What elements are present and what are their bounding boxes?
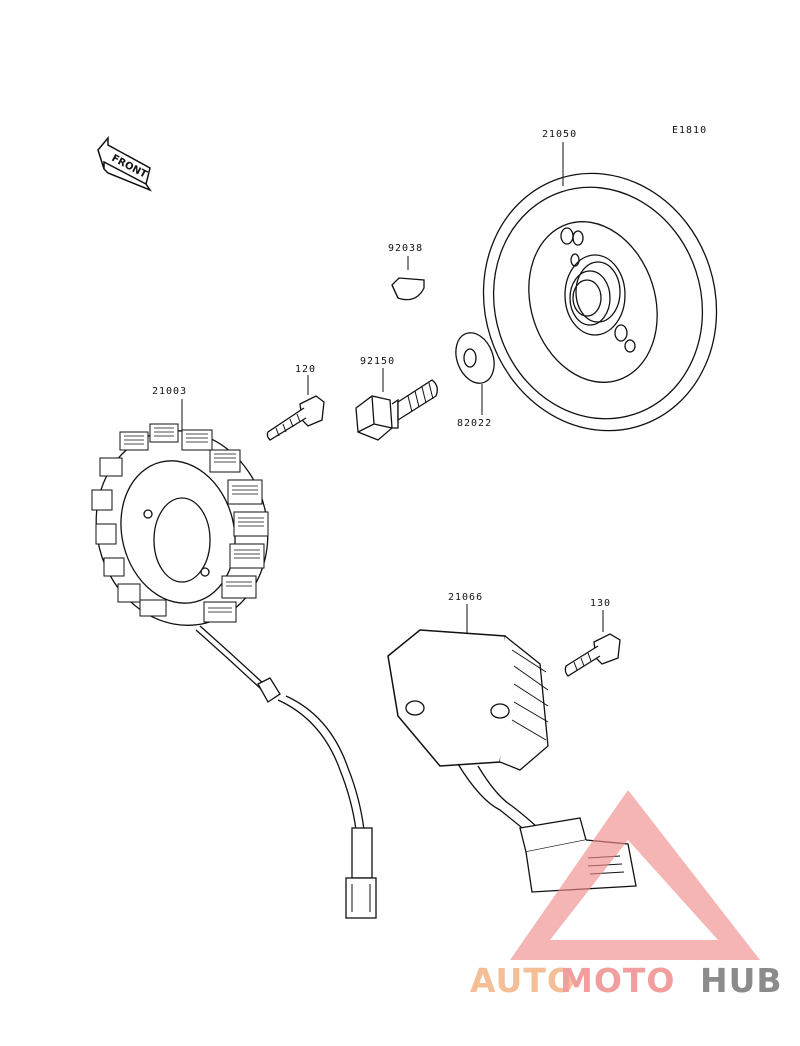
label-21003: 21003 — [152, 386, 187, 397]
label-21050: 21050 — [542, 129, 577, 140]
woodruff-key-92038[interactable] — [391, 256, 425, 301]
label-130: 130 — [590, 598, 611, 609]
flywheel-21050[interactable] — [450, 142, 749, 461]
label-92038: 92038 — [388, 243, 423, 254]
label-120: 120 — [295, 364, 316, 375]
label-21066: 21066 — [448, 592, 483, 603]
stator-bolt-120[interactable] — [266, 375, 325, 441]
diagram-code: E1810 — [672, 125, 707, 136]
flywheel-bolt-92150[interactable] — [355, 368, 438, 441]
washer-82022[interactable] — [449, 327, 501, 415]
label-82022: 82022 — [457, 418, 492, 429]
stator-21003[interactable] — [76, 399, 377, 919]
regulator-21066[interactable] — [387, 604, 637, 893]
watermark-hub: HUB — [700, 961, 783, 1000]
triangle-logo-icon — [510, 790, 760, 960]
watermark-logo: AUTO MOTO HUB — [470, 790, 783, 1000]
label-92150: 92150 — [360, 356, 395, 367]
regulator-bolt-130[interactable] — [564, 610, 621, 677]
watermark-moto: MOTO — [560, 961, 675, 1000]
front-arrow-icon: FRONT — [97, 135, 152, 192]
watermark-auto: AUTO — [470, 961, 576, 1000]
